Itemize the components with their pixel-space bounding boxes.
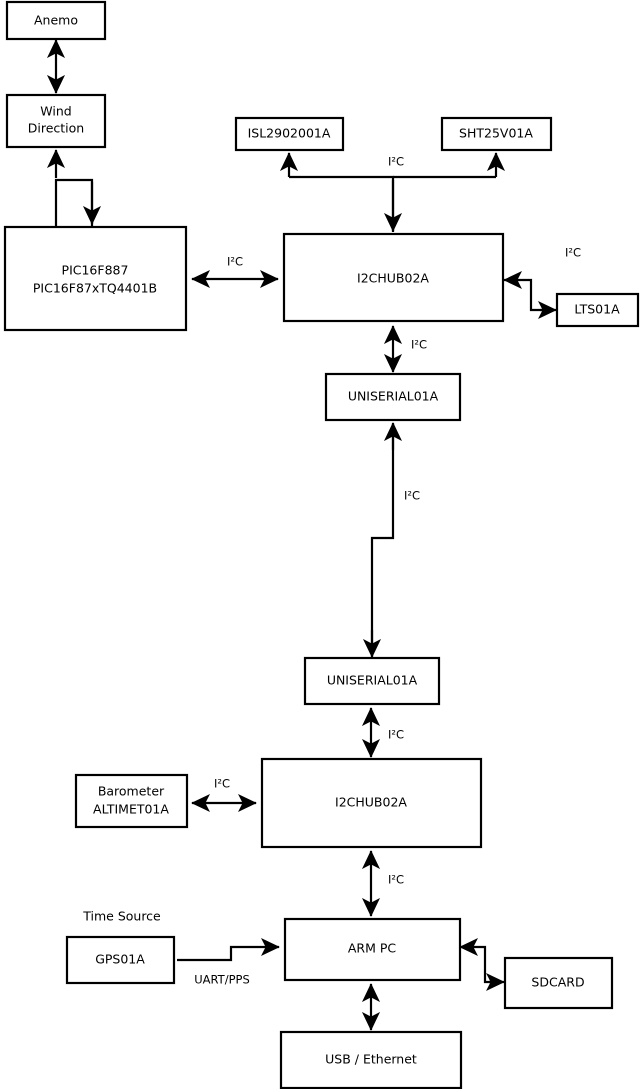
node-i2chub02a-bottom[interactable]: I2CHUB02A — [260, 757, 483, 849]
node-sdcard-box[interactable] — [503, 956, 614, 1010]
node-barometer-label-line1: Barometer — [98, 784, 165, 799]
node-armpc-label: ARM PC — [348, 941, 397, 956]
node-lts01a[interactable]: LTS01A — [555, 292, 640, 328]
edge-label-hub2-arm: I²C — [388, 873, 404, 887]
node-wind-direction-label-line2: Direction — [28, 121, 84, 136]
edge-label-hub-lts: I²C — [565, 246, 581, 260]
edge-armpc-sdcard-path — [464, 945, 500, 984]
node-uniserial01a-bottom-box[interactable] — [303, 656, 441, 706]
edge-label-hub-uni: I²C — [411, 338, 427, 352]
node-sht25v01a-box[interactable] — [440, 116, 553, 152]
node-i2chub02a-top-box[interactable] — [282, 232, 505, 323]
node-anemo-label: Anemo — [34, 13, 78, 28]
node-uniserial01a-top-label: UNISERIAL01A — [348, 389, 439, 404]
node-barometer-box[interactable] — [74, 773, 189, 829]
edge-label-baro-hub2: I²C — [214, 777, 230, 791]
edge-hubtop-sensors: I²C — [279, 152, 506, 232]
edge-gps-armpc: UART/PPS — [177, 937, 280, 987]
edge-armpc-sdcard — [459, 937, 505, 992]
edge-uniserial-hubbottom: I²C — [361, 707, 404, 758]
edge-hubtop-bus-left — [289, 175, 395, 232]
node-sdcard[interactable]: SDCARD — [503, 956, 614, 1010]
node-usb-ethernet[interactable]: USB / Ethernet — [279, 1030, 463, 1089]
node-gps01a[interactable]: GPS01A — [65, 935, 176, 985]
node-pic-label-line2: PIC16F87xTQ4401B — [33, 281, 157, 296]
node-uniserial01a-bottom-label: UNISERIAL01A — [327, 673, 418, 688]
node-gps01a-label: GPS01A — [95, 952, 145, 967]
label-time-source: Time Source — [82, 909, 161, 924]
edge-uniserial-uniserial-path — [370, 424, 395, 656]
node-barometer[interactable]: Barometer ALTIMET01A — [74, 773, 189, 829]
node-sht25v01a[interactable]: SHT25V01A — [440, 116, 553, 152]
node-isl2902001a[interactable]: ISL2902001A — [234, 116, 345, 152]
node-lts01a-label: LTS01A — [574, 302, 620, 317]
edge-hubtop-lts: I²C — [503, 246, 581, 320]
node-sht25v01a-label: SHT25V01A — [459, 126, 533, 141]
node-barometer-label-line2: ALTIMET01A — [93, 802, 169, 817]
edge-pic-hubtop: I²C — [191, 255, 279, 289]
edge-label-uni-hub2: I²C — [388, 728, 404, 742]
edge-wind-pic-path — [54, 178, 94, 226]
node-armpc[interactable]: ARM PC — [283, 917, 462, 982]
node-uniserial01a-bottom[interactable]: UNISERIAL01A — [303, 656, 441, 706]
edge-hubtop-lts-path — [508, 278, 552, 312]
node-i2chub02a-bottom-box[interactable] — [260, 757, 483, 849]
edge-uniserial-uniserial: I²C — [362, 422, 420, 658]
node-i2chub02a-top[interactable]: I2CHUB02A — [282, 232, 505, 323]
node-uniserial01a-top-box[interactable] — [324, 372, 462, 422]
edge-label-pic-hub: I²C — [227, 255, 243, 269]
edge-gps-armpc-path — [177, 937, 280, 962]
node-anemo[interactable]: Anemo — [5, 0, 107, 41]
node-pic-box[interactable] — [3, 225, 188, 332]
edge-hubtop-uniserial: I²C — [383, 325, 427, 373]
node-wind-direction[interactable]: Wind Direction — [5, 93, 107, 149]
node-pic[interactable]: PIC16F887 PIC16F87xTQ4401B — [3, 225, 188, 332]
edge-label-uni-uni: I²C — [404, 489, 420, 503]
node-pic-label-line1: PIC16F887 — [62, 263, 129, 278]
node-anemo-box[interactable] — [5, 0, 107, 41]
edge-hubbottom-armpc: I²C — [361, 850, 404, 917]
node-uniserial01a-top[interactable]: UNISERIAL01A — [324, 372, 462, 422]
node-isl2902001a-box[interactable] — [234, 116, 345, 152]
edge-label-hub-sensors: I²C — [388, 155, 404, 169]
edge-barometer-hubbottom: I²C — [191, 777, 257, 813]
node-usb-ethernet-label: USB / Ethernet — [325, 1052, 417, 1067]
edge-wind-pic — [46, 149, 102, 226]
node-lts01a-box[interactable] — [555, 292, 640, 328]
node-wind-direction-box[interactable] — [5, 93, 107, 149]
node-i2chub02a-bottom-label: I2CHUB02A — [335, 795, 407, 810]
edge-label-gps-arm: UART/PPS — [194, 973, 250, 987]
node-gps01a-box[interactable] — [65, 935, 176, 985]
node-usb-ethernet-box[interactable] — [279, 1030, 463, 1089]
node-wind-direction-label-line1: Wind — [40, 104, 71, 119]
node-i2chub02a-top-label: I2CHUB02A — [357, 271, 429, 286]
node-isl2902001a-label: ISL2902001A — [248, 126, 331, 141]
node-armpc-box[interactable] — [283, 917, 462, 982]
node-sdcard-label: SDCARD — [531, 975, 584, 990]
